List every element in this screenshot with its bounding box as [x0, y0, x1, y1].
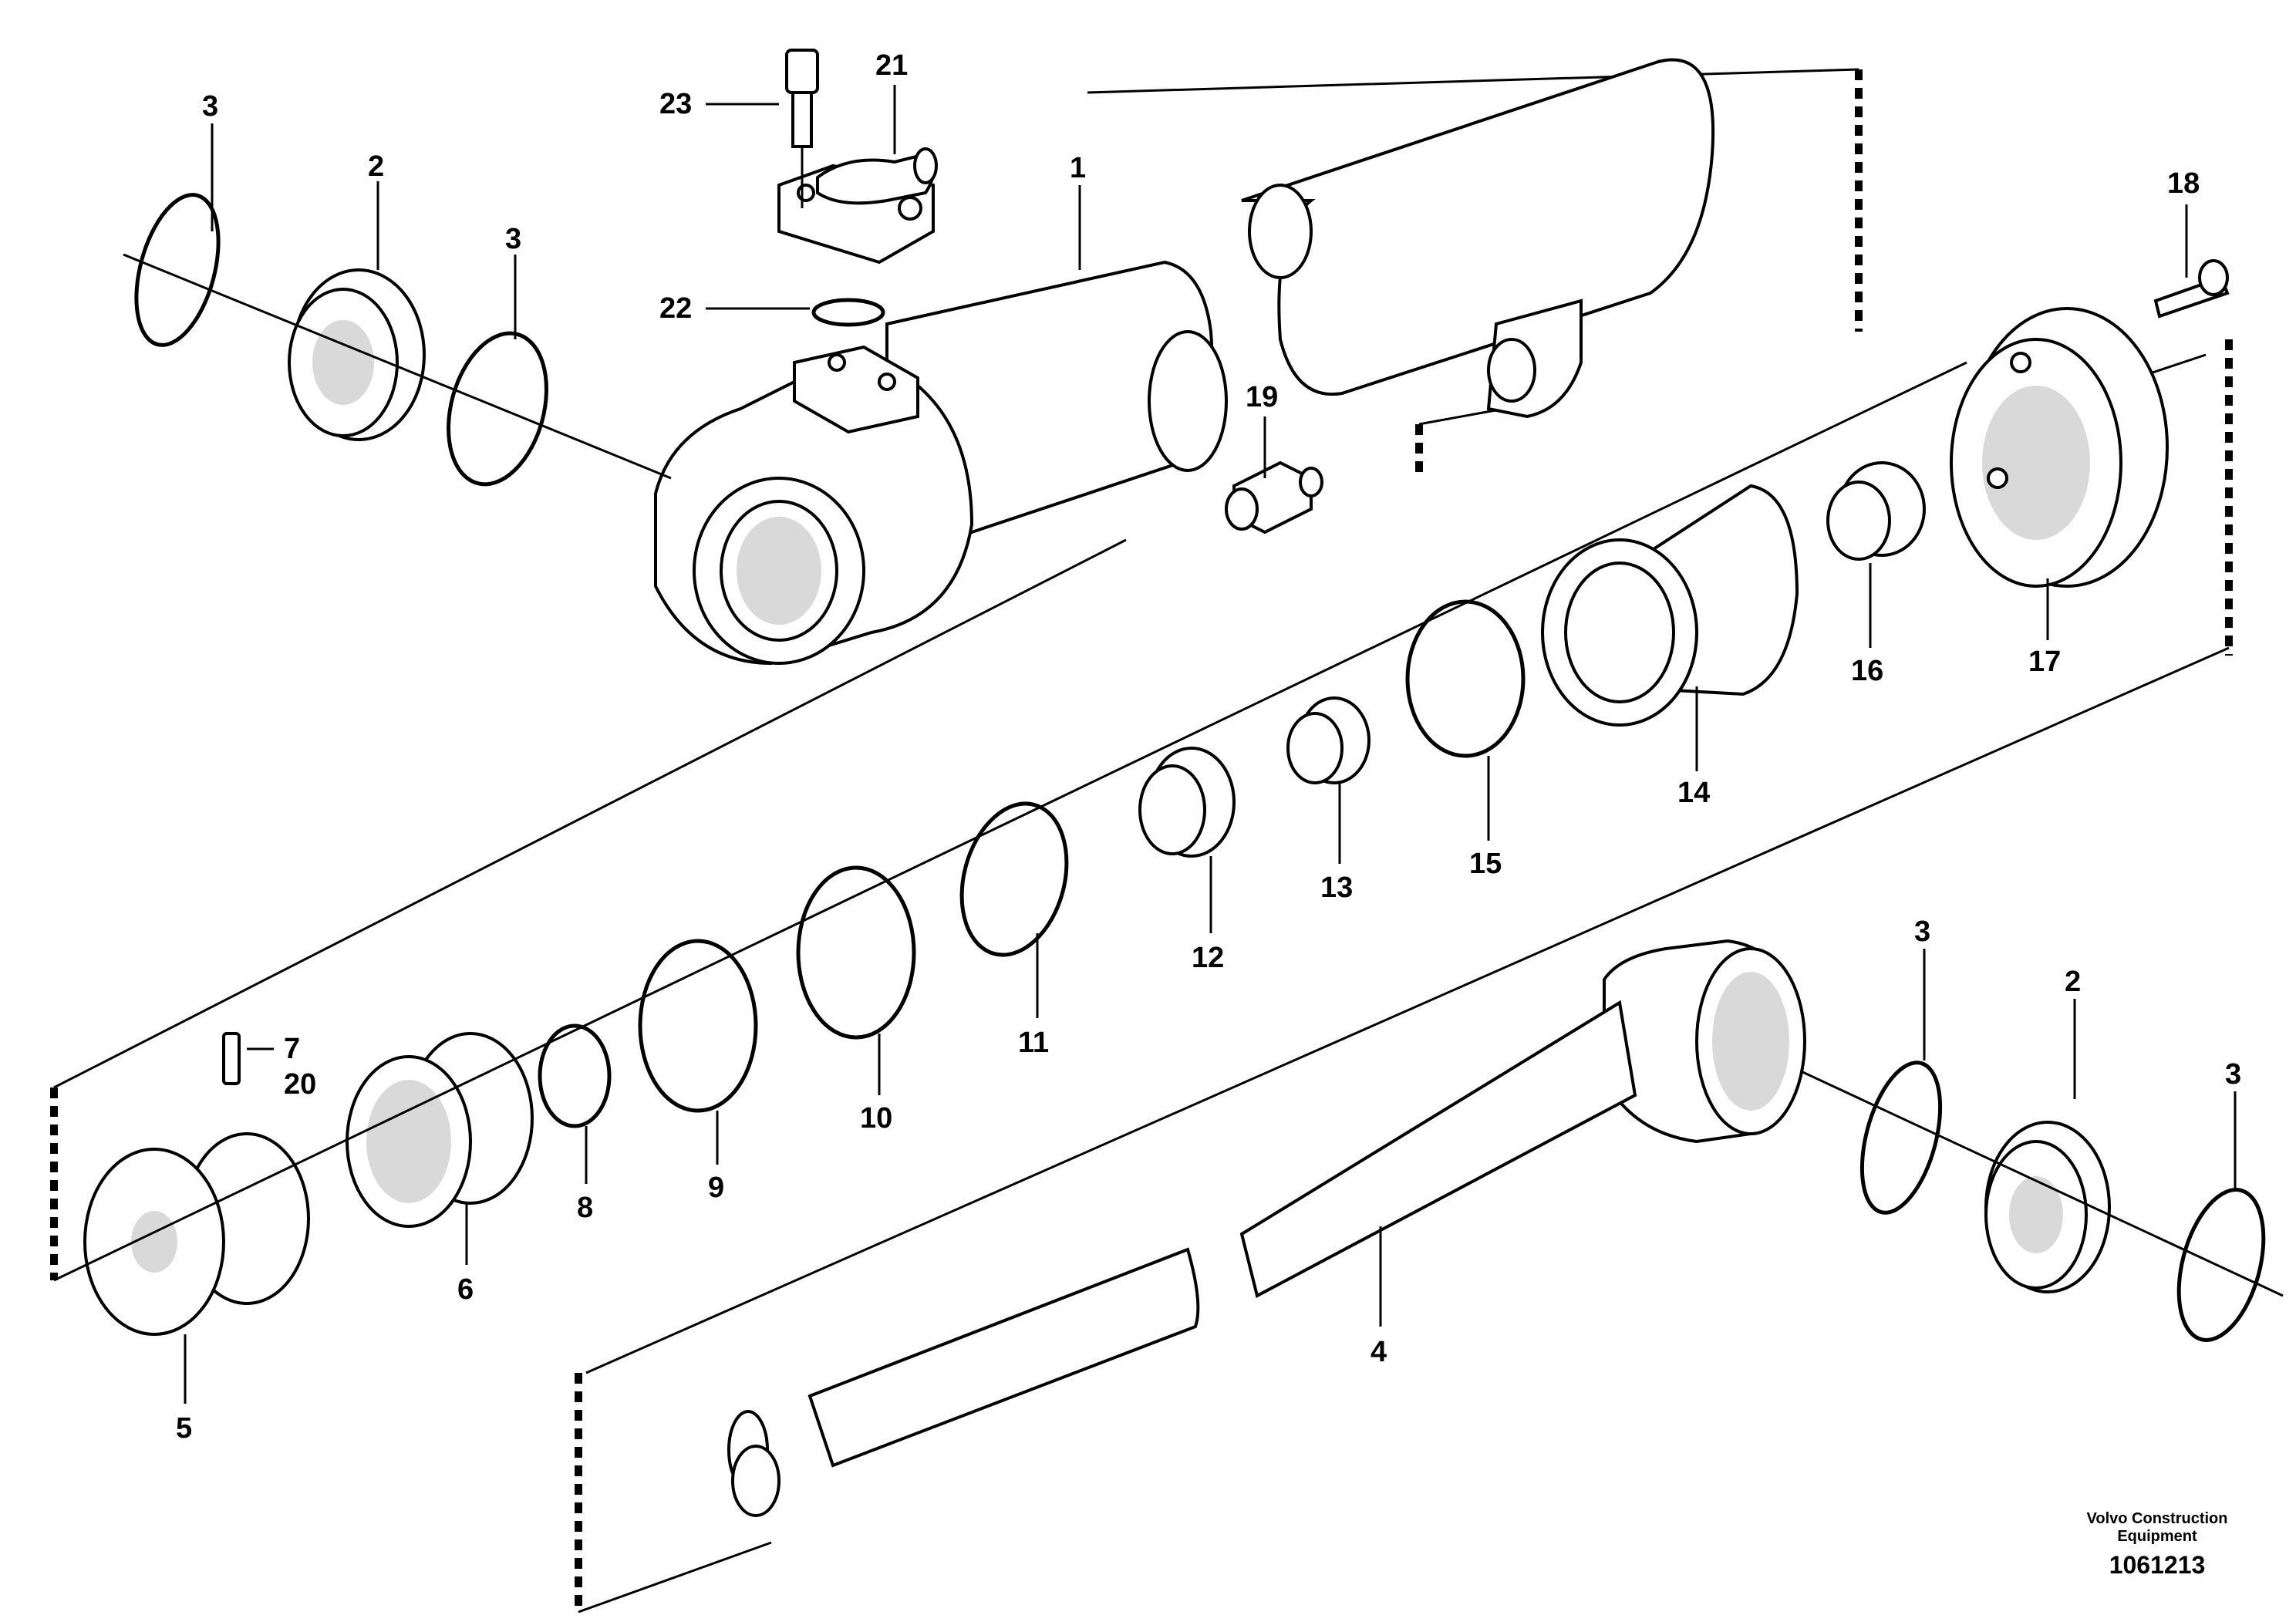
part-5-gland — [83, 1132, 310, 1336]
label-3-upper-left-a: 3 — [202, 90, 218, 123]
label-2-lower: 2 — [2065, 966, 2081, 998]
part-8-ring — [538, 1023, 612, 1128]
part-11-snap-ring — [959, 801, 1069, 957]
credit-line-2: Equipment — [2117, 1528, 2197, 1545]
label-9: 9 — [708, 1172, 724, 1204]
label-13: 13 — [1320, 872, 1353, 904]
part-6-sleeve — [346, 1032, 534, 1228]
label-21: 21 — [875, 49, 908, 82]
part-18-bolt — [2153, 259, 2230, 319]
label-18: 18 — [2167, 167, 2200, 200]
label-6: 6 — [457, 1273, 474, 1306]
part-1-cylinder-tube — [654, 58, 1715, 666]
label-11: 11 — [1018, 1027, 1049, 1059]
rod-end-bushing-set — [1719, 1032, 2284, 1342]
label-14: 14 — [1677, 777, 1710, 809]
part-3-snap-ring-b — [447, 331, 548, 487]
envelope-lines — [50, 68, 2233, 1614]
label-10: 10 — [860, 1102, 892, 1135]
label-17: 17 — [2028, 646, 2061, 678]
credit-line-1: Volvo Construction — [2087, 1510, 2228, 1527]
label-12: 12 — [1192, 942, 1224, 974]
part-19-fitting — [1225, 460, 1323, 534]
label-1: 1 — [1070, 152, 1086, 184]
label-22: 22 — [659, 292, 692, 325]
part-21-port-block — [777, 147, 938, 265]
part-12-seal — [1138, 747, 1236, 858]
part-3-snap-ring-a — [134, 193, 221, 347]
part-4-piston-rod — [727, 939, 1806, 1517]
label-15: 15 — [1469, 848, 1502, 880]
part-23-cap-screw — [785, 49, 819, 208]
part-7-set-screw — [222, 1032, 241, 1085]
label-2-upper: 2 — [368, 150, 384, 183]
part-14-piston — [1541, 484, 1799, 727]
part-number-labels: 3 2 3 1 21 23 22 19 18 17 16 14 15 13 12… — [176, 49, 2241, 1445]
label-19: 19 — [1246, 381, 1278, 413]
label-7: 7 — [284, 1033, 300, 1065]
label-23: 23 — [659, 88, 692, 120]
label-3-upper-left-b: 3 — [505, 223, 521, 255]
part-9-o-ring — [638, 939, 758, 1113]
part-22-o-ring — [811, 298, 885, 327]
label-4: 4 — [1371, 1336, 1387, 1368]
label-3-lower-b: 3 — [2225, 1058, 2241, 1091]
center-axis-lower — [53, 361, 1967, 1282]
part-17-end-cap — [1950, 307, 2169, 588]
part-10-ring — [796, 865, 916, 1040]
label-5: 5 — [176, 1412, 192, 1445]
label-20: 20 — [284, 1068, 316, 1101]
part-15-o-ring — [1405, 599, 1526, 758]
leader-lines — [184, 85, 2237, 1404]
label-3-lower-a: 3 — [1914, 916, 1930, 948]
part-13-guide-ring — [1286, 696, 1371, 784]
label-16: 16 — [1851, 655, 1883, 687]
upper-bushing-set — [123, 193, 672, 487]
footer-credit: Volvo Construction Equipment 1061213 — [2087, 1510, 2228, 1579]
part-16-bushing — [1826, 461, 1926, 561]
document-number: 1061213 — [2109, 1551, 2206, 1579]
label-8: 8 — [577, 1192, 593, 1224]
